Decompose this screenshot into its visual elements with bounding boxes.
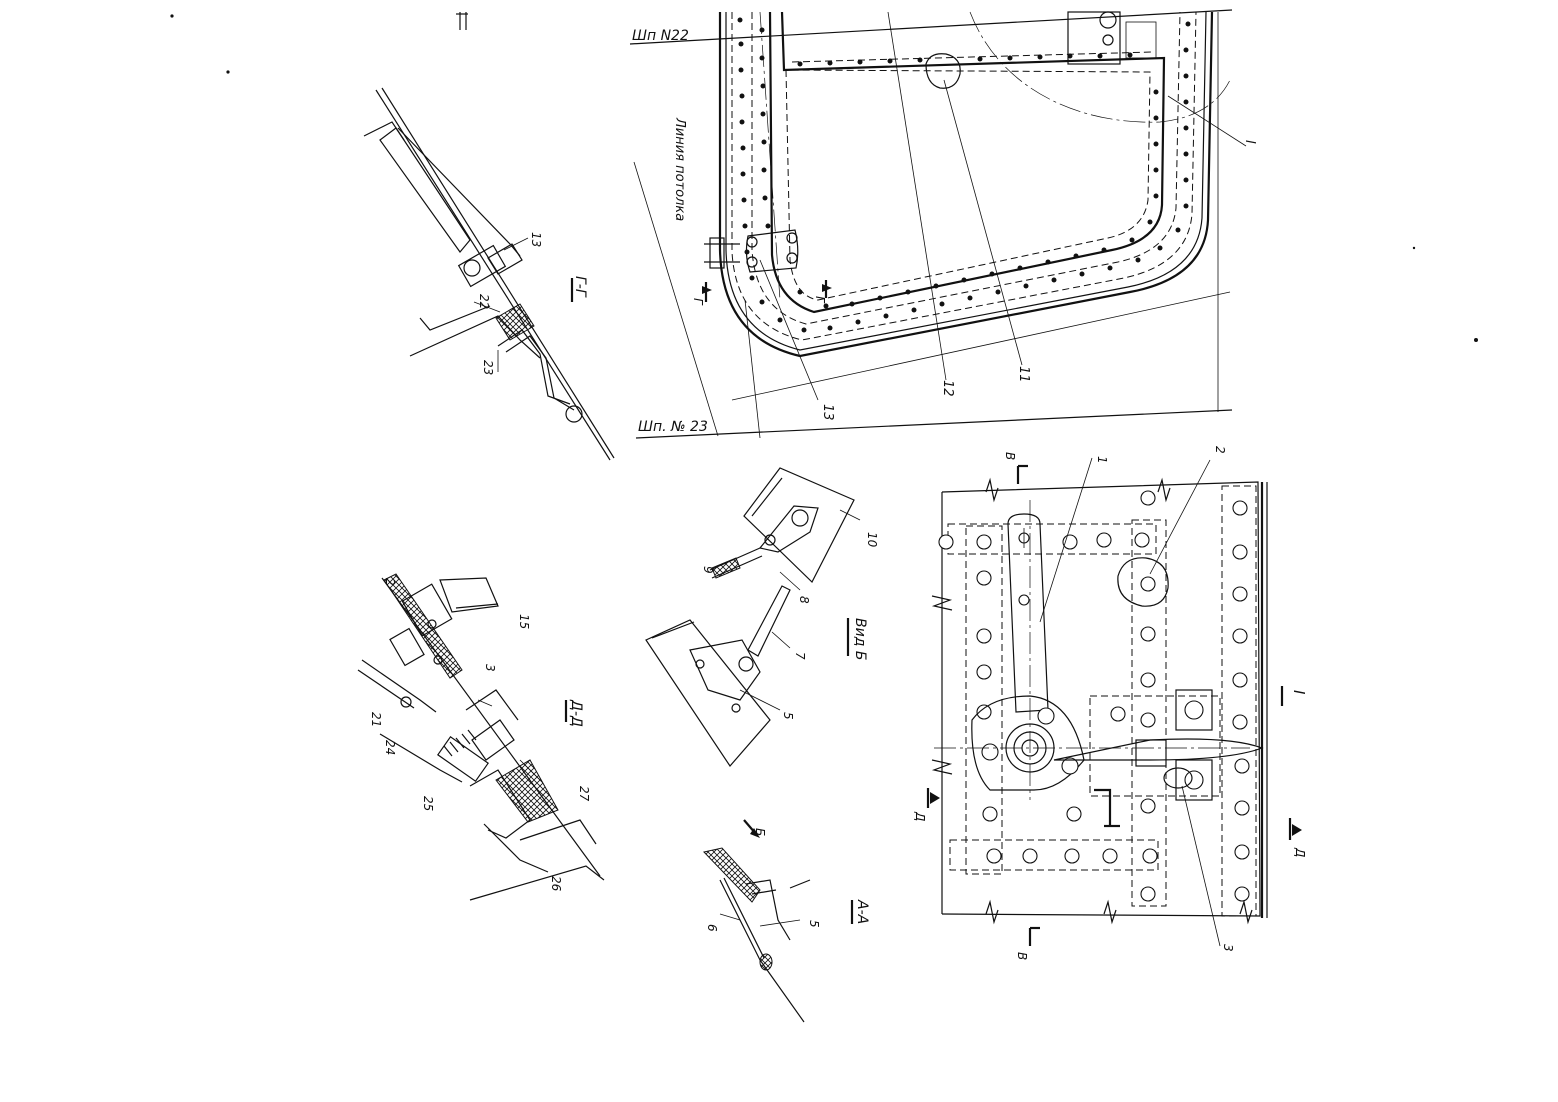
spring-25 bbox=[443, 729, 477, 757]
callout-23: 23 bbox=[481, 360, 495, 375]
callout-26: 26 bbox=[549, 876, 563, 892]
skin-line bbox=[375, 89, 611, 461]
callout-5-b: 5 bbox=[781, 712, 795, 720]
detail-I-title: I bbox=[1290, 690, 1308, 695]
callout-8: 8 bbox=[797, 596, 811, 604]
hinge-arm bbox=[379, 127, 471, 253]
callout-1: 1 bbox=[1095, 456, 1109, 464]
section-g-title: Г-Г bbox=[572, 276, 588, 298]
latch-tongue bbox=[1053, 738, 1264, 761]
section-a-title: А-А bbox=[854, 899, 870, 924]
hinge-bracket-13 bbox=[704, 229, 799, 273]
scan-specks bbox=[170, 14, 1478, 342]
cut-label-v-bottom: В bbox=[1015, 952, 1029, 960]
section-d-d: Д-Д 15 2 3 21 24 25 26 27 bbox=[357, 573, 605, 901]
leader-3 bbox=[1181, 785, 1221, 947]
callout-9: 9 bbox=[701, 566, 715, 574]
rivet-strip-2 bbox=[1131, 519, 1167, 907]
callout-7: 7 bbox=[793, 652, 807, 660]
frame-22-label: Шп N22 bbox=[632, 28, 689, 44]
latch-mechanism-top bbox=[1067, 11, 1157, 65]
callout-3-I: 3 bbox=[1221, 944, 1235, 952]
seal-22 bbox=[495, 303, 535, 341]
frame-23-label: Шп. № 23 bbox=[638, 419, 708, 435]
detail-I-ref: I bbox=[1242, 140, 1257, 144]
lever-1 bbox=[1007, 513, 1049, 713]
bracket-5 bbox=[645, 619, 771, 767]
pivot-bolt bbox=[463, 259, 481, 277]
bracket-10 bbox=[743, 467, 855, 583]
callout-2-dd: 2 bbox=[383, 578, 397, 586]
lever-8 bbox=[758, 505, 819, 553]
section-g-g: Г-Г 13 22 23 bbox=[363, 12, 615, 461]
ceiling-line-label: Линия потолка bbox=[672, 117, 687, 221]
leader-I bbox=[1167, 95, 1247, 147]
rod-7 bbox=[747, 585, 791, 657]
arrow-b-label: Б bbox=[753, 828, 767, 836]
ceiling-line bbox=[633, 161, 719, 437]
leader-12 bbox=[887, 11, 947, 381]
reference-line bbox=[731, 291, 1231, 401]
cut-label-g-2: Г bbox=[813, 296, 827, 304]
panel-cutout-edge bbox=[768, 11, 1166, 314]
seal-27 bbox=[495, 759, 559, 823]
seal-6 bbox=[703, 847, 761, 903]
cut-label-d-right: Д bbox=[1293, 847, 1307, 857]
callout-3-dd: 3 bbox=[483, 664, 497, 672]
callout-12: 12 bbox=[940, 380, 955, 397]
callout-13-top: 13 bbox=[820, 404, 835, 421]
frame-23-line bbox=[635, 409, 1233, 439]
detail-I-circle bbox=[969, 11, 1231, 123]
oval-insert-11 bbox=[925, 53, 961, 89]
callout-25: 25 bbox=[421, 796, 435, 811]
leader-2 bbox=[1149, 459, 1211, 575]
insert-2 bbox=[1117, 557, 1169, 607]
rivet-row bbox=[737, 17, 1191, 333]
panel-outer-edge bbox=[718, 11, 1214, 358]
callout-6: 6 bbox=[705, 924, 719, 932]
cut-label-d-left: Д bbox=[913, 811, 927, 821]
oval-3 bbox=[1163, 767, 1193, 789]
frame-22-line bbox=[629, 9, 1233, 45]
cut-label-v-top: В bbox=[1003, 452, 1017, 460]
view-b: Вид Б 10 8 9 7 5 bbox=[645, 467, 879, 767]
leader-13 bbox=[759, 259, 819, 401]
callout-15: 15 bbox=[517, 614, 531, 629]
skin-line-aa bbox=[719, 879, 805, 1023]
callout-27: 27 bbox=[577, 786, 591, 802]
callout-2-I: 2 bbox=[1213, 446, 1227, 454]
section-d-title: Д-Д bbox=[568, 699, 584, 727]
callout-5-a: 5 bbox=[807, 920, 821, 928]
detail-I: I bbox=[913, 446, 1308, 960]
rivet-strip-3 bbox=[1221, 485, 1257, 917]
view-b-title: Вид Б bbox=[852, 618, 868, 660]
hatch-panel-view: Шп N22 Шп. № 23 Линия потолка Г Г 13 12 … bbox=[629, 9, 1257, 439]
callout-24: 24 bbox=[383, 740, 397, 755]
section-a-a: А-А Б 5 6 bbox=[703, 819, 870, 1023]
callout-21: 21 bbox=[369, 712, 383, 727]
leader-11 bbox=[943, 79, 1023, 366]
callout-11: 11 bbox=[1016, 366, 1031, 383]
callout-22: 22 bbox=[477, 294, 491, 309]
leader-1 bbox=[1039, 457, 1093, 623]
callout-13-gg: 13 bbox=[529, 232, 543, 247]
callout-10: 10 bbox=[865, 532, 879, 548]
detail-plate bbox=[941, 481, 1261, 917]
cut-label-g-1: Г bbox=[691, 298, 705, 306]
